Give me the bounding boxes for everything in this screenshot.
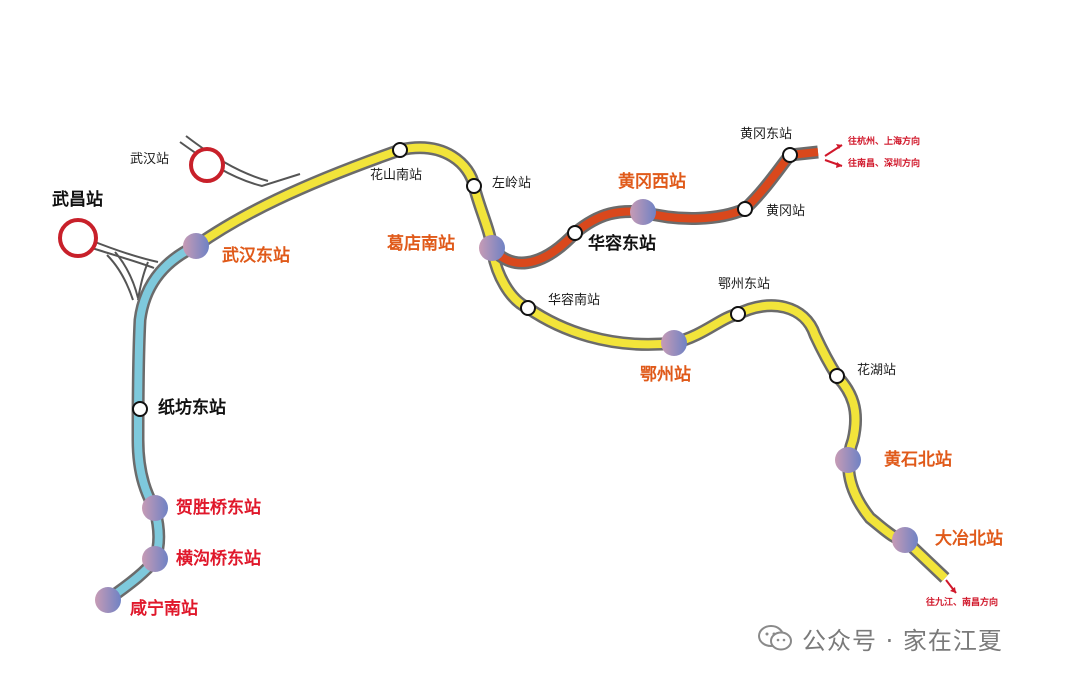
direction-arrows — [824, 144, 957, 594]
label-huashan-south: 花山南站 — [370, 168, 423, 183]
station-zuoling[interactable] — [466, 178, 482, 194]
station-wuhan-east[interactable] — [183, 233, 209, 259]
label-huangshi-north: 黄石北站 — [884, 450, 952, 470]
major-stations — [95, 199, 918, 613]
label-huahu: 花湖站 — [857, 363, 897, 378]
label-huangzhou-west: 黄冈西站 — [618, 172, 686, 192]
station-huahu[interactable] — [829, 368, 845, 384]
station-ezhou-east[interactable] — [730, 306, 746, 322]
direction-hangzhou-shanghai: 往杭州、上海方向 — [848, 137, 921, 147]
label-henggouqiao-east: 横沟桥东站 — [176, 549, 261, 569]
station-gedian-south[interactable] — [479, 235, 505, 261]
label-wuhan-east: 武汉东站 — [222, 246, 290, 266]
wuhan-hub-ring[interactable] — [189, 147, 225, 183]
station-huangzhou-west[interactable] — [630, 199, 656, 225]
station-henggouqiao-east[interactable] — [142, 546, 168, 572]
watermark: 公众号 · 家在江夏 — [758, 622, 1003, 655]
label-xianning-south: 咸宁南站 — [130, 599, 198, 619]
station-huanggang[interactable] — [737, 201, 753, 217]
label-wuchang: 武昌站 — [52, 190, 103, 210]
direction-jiujiang-nanchang: 往九江、南昌方向 — [926, 598, 999, 608]
label-ezhou-east: 鄂州东站 — [718, 277, 771, 292]
minor-stations — [132, 142, 845, 417]
station-heshengqiao-east[interactable] — [142, 495, 168, 521]
direction-nanchang-shenzhen: 往南昌、深圳方向 — [848, 159, 921, 169]
label-daye-north: 大冶北站 — [935, 529, 1003, 549]
arrow-hangzhou-shanghai-icon — [824, 144, 843, 157]
arrow-nanchang-shenzhen-icon — [824, 159, 843, 168]
label-zhifang-east: 纸坊东站 — [158, 398, 226, 418]
main-line-fill — [193, 143, 948, 581]
label-huanggang-east: 黄冈东站 — [740, 127, 793, 142]
label-ezhou: 鄂州站 — [640, 365, 691, 385]
label-gedian-south: 葛店南站 — [387, 234, 455, 254]
station-xianning-south[interactable] — [95, 587, 121, 613]
station-huashan-south[interactable] — [392, 142, 408, 158]
label-huanggang: 黄冈站 — [766, 204, 806, 219]
station-huanggang-east[interactable] — [782, 147, 798, 163]
station-huarong-south[interactable] — [520, 300, 536, 316]
station-huangshi-north[interactable] — [835, 447, 861, 473]
label-zuoling: 左岭站 — [492, 176, 532, 191]
station-huarong-east[interactable] — [567, 225, 583, 241]
watermark-text: 公众号 · 家在江夏 — [802, 626, 1003, 655]
arrow-jiujiang-nanchang-icon — [945, 579, 957, 594]
wechat-icon — [758, 624, 792, 652]
wuchang-hub-ring[interactable] — [58, 218, 98, 258]
main-line — [192, 141, 950, 583]
station-ezhou[interactable] — [661, 330, 687, 356]
label-huarong-south: 华容南站 — [548, 293, 601, 308]
station-zhifang-east[interactable] — [132, 401, 148, 417]
label-heshengqiao-east: 贺胜桥东站 — [176, 498, 261, 518]
station-daye-north[interactable] — [892, 527, 918, 553]
label-wuhan: 武汉站 — [130, 152, 170, 167]
label-huarong-east: 华容东站 — [588, 234, 656, 254]
